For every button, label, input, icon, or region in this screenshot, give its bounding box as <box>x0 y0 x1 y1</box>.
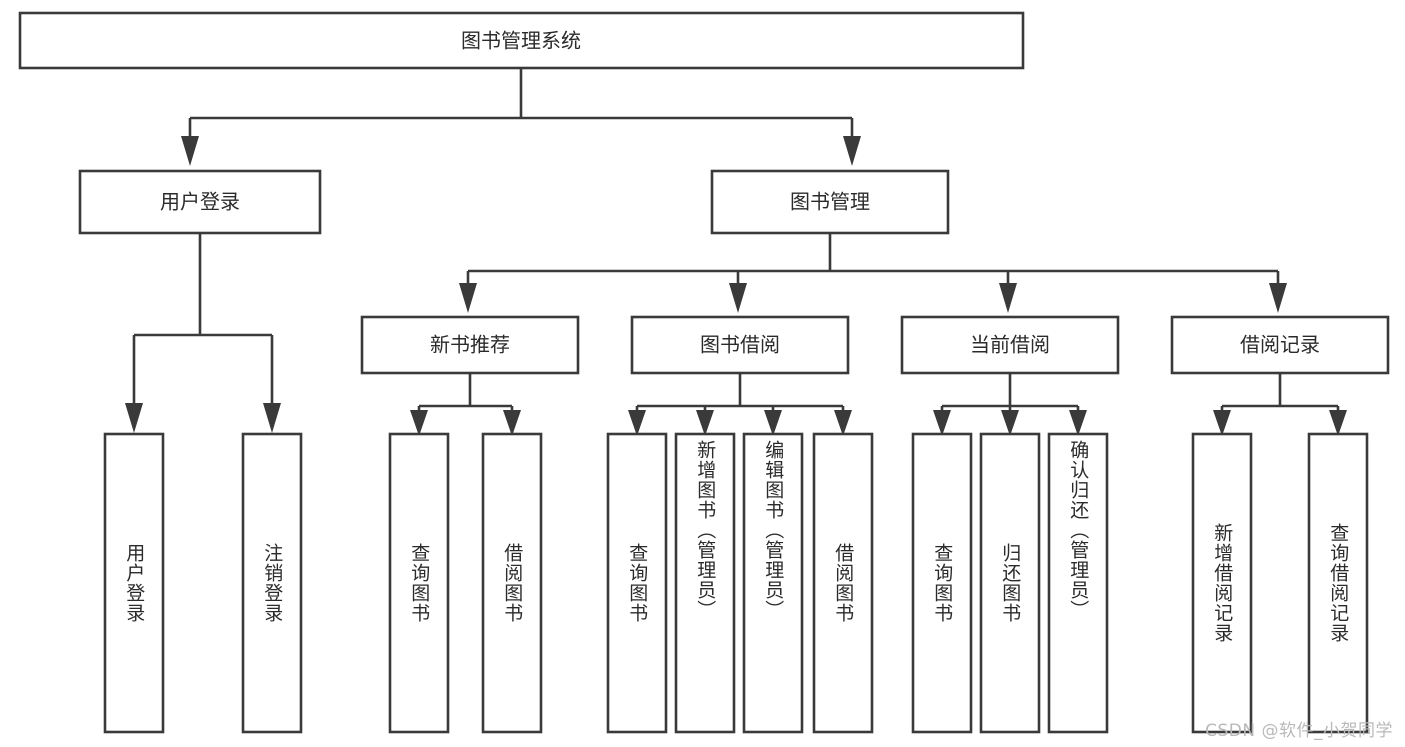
arrow-head-icon <box>125 403 143 433</box>
node-user-login-rect <box>78 169 322 235</box>
arrow-head-icon <box>1001 410 1019 436</box>
leaf-rect-user-login-1[interactable] <box>241 432 303 734</box>
connector-user-login-to-leaves <box>125 233 281 433</box>
node-current-borrow-label: 当前借阅 <box>970 333 1050 357</box>
arrow-head-icon <box>843 136 861 166</box>
arrow-head-icon <box>834 410 852 436</box>
arrow-head-icon <box>1069 410 1087 436</box>
leaf-rect-current-borrow-2[interactable] <box>1047 432 1109 734</box>
node-user-login-label: 用户登录 <box>160 190 240 214</box>
node-new-book-recommend-rect <box>360 315 580 375</box>
connector-borrow-record-to-leaves <box>1213 373 1347 436</box>
arrow-head-icon <box>503 410 521 436</box>
arrow-head-icon <box>459 283 477 313</box>
leaf-rect-book-borrow-0[interactable] <box>606 432 668 734</box>
arrow-head-icon <box>410 410 428 436</box>
watermark-text: CSDN @软件_小贺同学 <box>1205 721 1393 741</box>
arrow-head-icon <box>628 410 646 436</box>
arrow-head-icon <box>933 410 951 436</box>
node-root-label: 图书管理系统 <box>461 29 581 53</box>
leaf-rect-borrow-record-0[interactable] <box>1191 432 1253 734</box>
leaf-rect-book-borrow-1[interactable] <box>674 432 736 734</box>
node-root-rect <box>18 11 1025 70</box>
leaf-rect-user-login-0[interactable] <box>103 432 165 734</box>
arrow-head-icon <box>1329 410 1347 436</box>
node-book-management[interactable]: 图书管理 <box>710 169 950 235</box>
leaf-rect-current-borrow-0[interactable] <box>911 432 973 734</box>
connector-current-borrow-to-leaves <box>933 373 1087 436</box>
node-root[interactable]: 图书管理系统 <box>18 11 1025 70</box>
leaf-rect-borrow-record-1[interactable] <box>1307 432 1369 734</box>
arrow-head-icon <box>999 283 1017 313</box>
node-new-book-recommend[interactable]: 新书推荐 <box>360 315 580 375</box>
connector-root-to-level2 <box>181 68 861 166</box>
leaf-rect-current-borrow-1[interactable] <box>979 432 1041 734</box>
leaf-rect-book-borrow-3[interactable] <box>812 432 874 734</box>
node-current-borrow[interactable]: 当前借阅 <box>900 315 1120 375</box>
connector-new-book-to-leaves <box>410 373 521 436</box>
arrow-head-icon <box>1269 283 1287 313</box>
arrow-head-icon <box>764 410 782 436</box>
arrow-head-icon <box>729 283 747 313</box>
node-book-borrow-label: 图书借阅 <box>700 333 780 357</box>
leaf-rect-new-book-1[interactable] <box>481 432 543 734</box>
node-new-book-recommend-label: 新书推荐 <box>430 333 510 357</box>
leaf-rect-new-book-0[interactable] <box>388 432 450 734</box>
node-borrow-record[interactable]: 借阅记录 <box>1170 315 1390 375</box>
arrow-head-icon <box>181 136 199 166</box>
node-borrow-record-label: 借阅记录 <box>1240 333 1320 357</box>
arrow-head-icon <box>1213 410 1231 436</box>
node-current-borrow-rect <box>900 315 1120 375</box>
node-book-borrow[interactable]: 图书借阅 <box>630 315 850 375</box>
connector-book-borrow-to-leaves <box>628 373 852 436</box>
node-book-management-label: 图书管理 <box>790 190 870 214</box>
leaf-rect-book-borrow-2[interactable] <box>742 432 804 734</box>
connector-book-management-to-level3 <box>459 233 1287 313</box>
arrow-head-icon <box>263 403 281 433</box>
arrow-head-icon <box>696 410 714 436</box>
node-user-login[interactable]: 用户登录 <box>78 169 322 235</box>
